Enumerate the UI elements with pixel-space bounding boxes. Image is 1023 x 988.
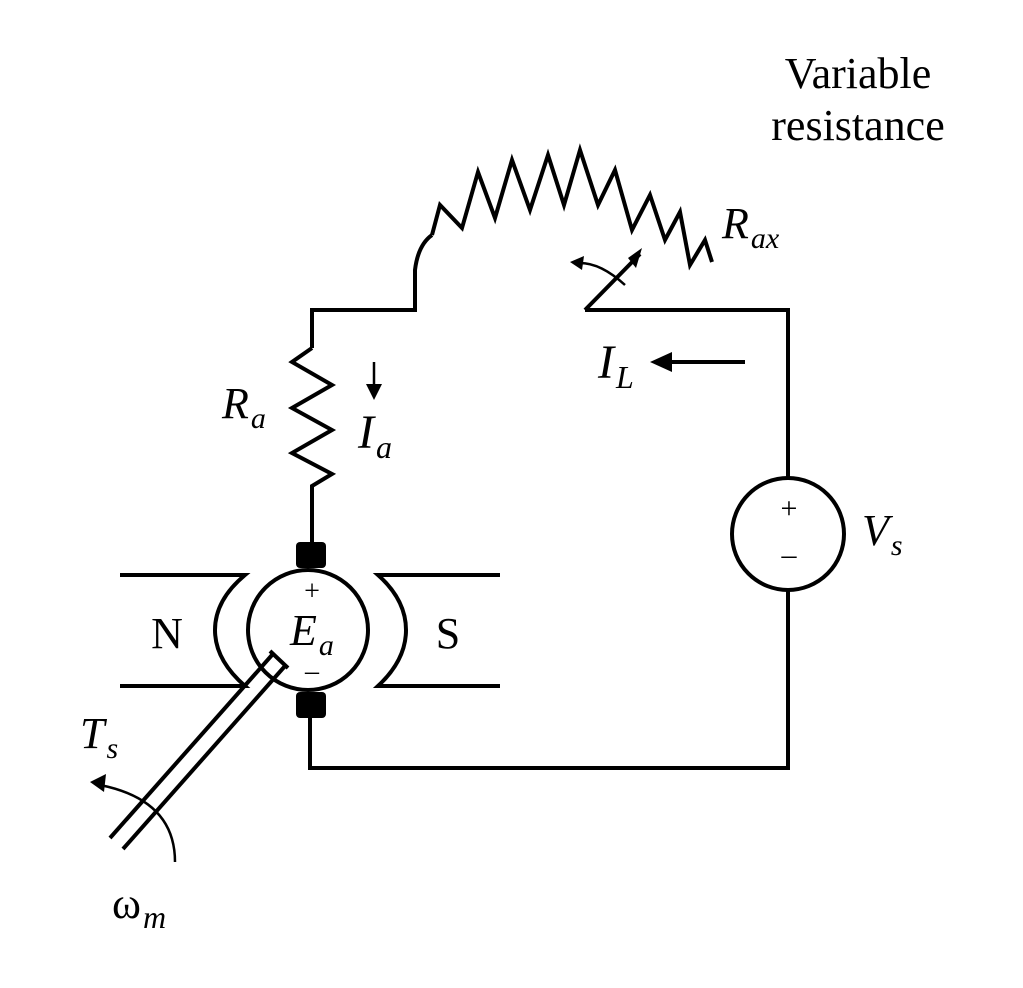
label-il-sub: L: [615, 359, 634, 395]
label-ea: Ea: [289, 606, 334, 662]
wire-right-bottom: [308, 590, 790, 770]
brush-top: [296, 542, 326, 568]
pole-n-label: N: [151, 609, 183, 658]
label-ra-main: R: [221, 379, 249, 428]
brush-bottom: [296, 692, 326, 718]
label-il: IL: [597, 336, 634, 395]
label-ts-sub: s: [106, 732, 118, 765]
label-ia: Ia: [357, 406, 392, 465]
label-vs: Vs: [862, 506, 903, 562]
torque-arc: [99, 783, 177, 863]
torque-arrowhead: [90, 774, 106, 792]
label-ia-main: I: [357, 406, 376, 459]
ea-minus-sign: –: [304, 656, 320, 687]
ea-plus-sign: +: [304, 576, 320, 607]
armature-resistor-ra: [287, 346, 337, 545]
pole-south: [372, 573, 500, 688]
label-ra: Ra: [221, 379, 266, 435]
il-arrowhead: [650, 352, 672, 372]
pole-s-label: S: [436, 609, 460, 658]
variable-resistance-label-line2: resistance: [771, 101, 944, 150]
variable-resistor-zigzag: [430, 143, 714, 271]
voltage-source-vs: [730, 476, 846, 592]
label-vs-main: V: [862, 506, 894, 555]
label-ea-main: E: [289, 606, 317, 655]
label-vs-sub: s: [891, 529, 903, 562]
label-ia-sub: a: [376, 429, 392, 465]
label-omega-m: ωm: [112, 879, 166, 935]
label-ts: Ts: [80, 709, 118, 765]
label-rax-main: R: [721, 199, 749, 248]
armature-circle: [246, 568, 370, 692]
label-rax-sub: ax: [751, 222, 780, 255]
vs-plus-sign: +: [781, 492, 798, 525]
label-ra-sub: a: [251, 402, 266, 435]
ia-arrowhead: [366, 384, 382, 400]
shaft-line-2: [121, 664, 287, 851]
wire-top-right: [585, 308, 790, 478]
variable-resistance-label-line1: Variable: [785, 49, 932, 98]
label-ts-main: T: [80, 709, 108, 758]
label-omega-sub: m: [143, 899, 166, 935]
wire-top-left: [310, 233, 434, 348]
variable-resistor-wiper-arrowhead: [628, 248, 642, 268]
label-omega-main: ω: [112, 879, 141, 928]
shaft-line-1: [108, 653, 274, 840]
pole-north: [120, 573, 251, 688]
variable-resistor-adjust-arrowhead: [570, 256, 584, 270]
variable-resistor-wiper: [583, 252, 642, 312]
vs-minus-sign: –: [781, 538, 798, 571]
shaft-end-cap: [268, 649, 290, 670]
label-ea-sub: a: [319, 629, 334, 662]
label-rax: Rax: [721, 199, 780, 255]
label-il-main: I: [597, 336, 616, 389]
